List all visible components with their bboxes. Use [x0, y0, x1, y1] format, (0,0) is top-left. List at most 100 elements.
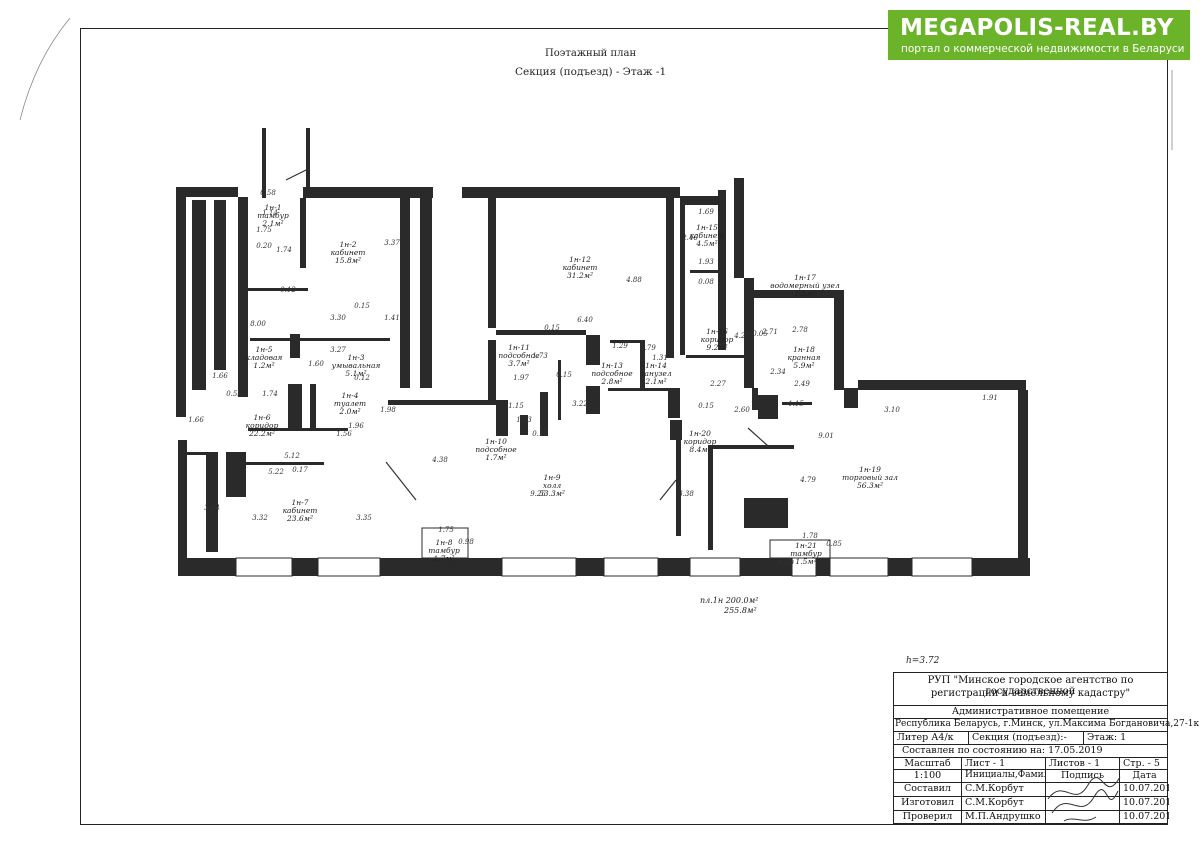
stamp-org: РУП "Минское городское агентство по госу… — [894, 673, 1167, 706]
room-area: 56.3м² — [857, 481, 883, 490]
brand-banner[interactable]: MEGAPOLIS-REAL.BY портал о коммерческой … — [888, 10, 1190, 60]
dimension-label: 1.96 — [348, 422, 364, 430]
room-type: кабинет — [690, 231, 725, 240]
dimension-label: 3.38 — [678, 490, 694, 498]
dimension-label: 1.56 — [336, 430, 352, 438]
stamp-signature — [1046, 783, 1120, 796]
room-type: подсобное — [498, 351, 540, 360]
plan-title: Поэтажный план — [545, 48, 637, 59]
room-name: 1н-19 — [859, 465, 881, 474]
stamp-h-names: Инициалы,Фамилия — [962, 770, 1046, 782]
room-name: 1н-17 — [794, 273, 816, 282]
room-name: 1н-7 — [291, 498, 308, 507]
dimension-label: 8.00 — [250, 320, 266, 328]
handwritten-signature — [1047, 776, 1121, 822]
dimension-label: 2.78 — [791, 326, 808, 334]
room-type: тамбур — [257, 211, 289, 220]
dimension-label: 1.15 — [508, 402, 524, 410]
stamp-address: Республика Беларусь, г.Минск, ул.Максима… — [895, 719, 1200, 729]
room-type: холл — [543, 481, 562, 490]
dimension-label: 0.55 — [226, 390, 242, 398]
dimension-label: 0.85 — [826, 540, 842, 548]
dimension-label: 1.74 — [262, 390, 278, 398]
dimension-label: 4.27 — [733, 332, 750, 340]
room-area: 3.7м² — [508, 359, 529, 368]
brand-subtitle: портал о коммерческой недвижимости в Бел… — [901, 43, 1185, 55]
room-name: 1н-16 — [706, 327, 728, 336]
dimension-label: 6.40 — [577, 316, 593, 324]
dimension-label: 1.93 — [698, 258, 714, 266]
stamp-date: 10.07.2019 — [1123, 783, 1169, 794]
room-area: 1.5м² — [794, 289, 815, 298]
room-area: 31.2м² — [567, 271, 593, 280]
dimension-label: 2.27 — [709, 380, 726, 388]
stamp-date: 10.07.2019 — [1123, 797, 1169, 808]
dimension-label: 1.75 — [256, 226, 272, 234]
dimension-label: 1.98 — [380, 406, 396, 414]
room-type: коридор — [246, 421, 279, 430]
room-area: 1.7м² — [433, 554, 454, 563]
room-name: 1н-14 — [645, 361, 667, 370]
dimension-label: 0.15 — [544, 324, 560, 332]
dimension-label: 3.84 — [204, 504, 220, 512]
room-name: 1н-2 — [339, 240, 356, 249]
room-area: 1.5м² — [795, 557, 816, 566]
dimension-label: 2.34 — [769, 368, 786, 376]
room-name: 1н-6 — [253, 413, 270, 422]
dimension-label: 3.27 — [330, 346, 346, 354]
dimension-label: 1.74 — [276, 246, 292, 254]
room-name: 1н-10 — [485, 437, 507, 446]
dimension-label: 2.49 — [793, 380, 810, 388]
stamp-signature — [1046, 797, 1120, 810]
dimension-label: 5.12 — [284, 452, 300, 460]
stamp-org-line1: РУП "Минское городское агентство по госу… — [927, 675, 1134, 697]
dimension-label: 0.15 — [698, 402, 714, 410]
room-type: тамбур — [790, 549, 822, 558]
dimension-label: 1.75 — [438, 526, 454, 534]
stamp-h-sheets: Листов - 1 — [1046, 758, 1120, 769]
room-area: 4.5м² — [695, 239, 717, 248]
stamp-h-date: Дата — [1132, 770, 1157, 781]
dimension-label: 1.91 — [982, 394, 998, 402]
dimension-label: 4.88 — [625, 276, 642, 284]
room-area: 22.2м² — [248, 429, 275, 438]
dimension-label: 3.35 — [356, 514, 372, 522]
area-total: пл.1н 200.0м² — [700, 596, 759, 605]
stamp-h-sign: Подпись — [1046, 770, 1120, 782]
stamp-row-3: Проверил М.П.Андрушко 10.07.2019 — [894, 811, 1169, 825]
stamp-role: Проверил — [894, 811, 962, 825]
dimension-label: 3.37 — [384, 239, 400, 247]
stamp-state: Составлен по состоянию на: 17.05.2019 — [902, 745, 1103, 756]
dimension-label: 0.15 — [354, 302, 370, 310]
room-type: туалет — [334, 399, 366, 408]
room-type: кранная — [787, 353, 820, 362]
stamp-signature — [1046, 811, 1120, 825]
stamp-org-line2: регистрации и земельному кадастру" — [930, 688, 1131, 699]
room-type: санузел — [640, 369, 671, 378]
dimension-label: 1.14 — [262, 209, 278, 217]
dimension-label: 1.73 — [532, 352, 548, 360]
dimension-label: 1.33 — [516, 416, 532, 424]
room-type: кладовая — [246, 353, 283, 362]
dimension-label: 1.78 — [802, 532, 818, 540]
stamp-object: Административное помещение — [951, 706, 1110, 717]
room-type: тамбур — [428, 546, 460, 555]
room-name: 1н-5 — [255, 345, 272, 354]
room-area: 2.8м² — [600, 377, 622, 386]
stamp-person: С.М.Корбут — [962, 783, 1046, 796]
dimension-label: 0.15 — [556, 371, 572, 379]
dimension-label: 2.60 — [733, 406, 750, 414]
room-area: 9.2м² — [706, 343, 727, 352]
room-area: 23.6м² — [286, 514, 313, 523]
room-type: коридор — [684, 437, 717, 446]
dimension-label: 0.08 — [698, 278, 714, 286]
dimension-label: 0.12 — [280, 286, 296, 294]
dimension-label: 1.79 — [640, 344, 656, 352]
dimension-label: 1.97 — [513, 374, 529, 382]
room-area: 2.1м² — [644, 377, 666, 386]
dimension-label: 5.22 — [268, 468, 284, 476]
dimension-label: 2.46 — [681, 234, 698, 242]
area-total-2: 255.8м² — [724, 606, 757, 615]
